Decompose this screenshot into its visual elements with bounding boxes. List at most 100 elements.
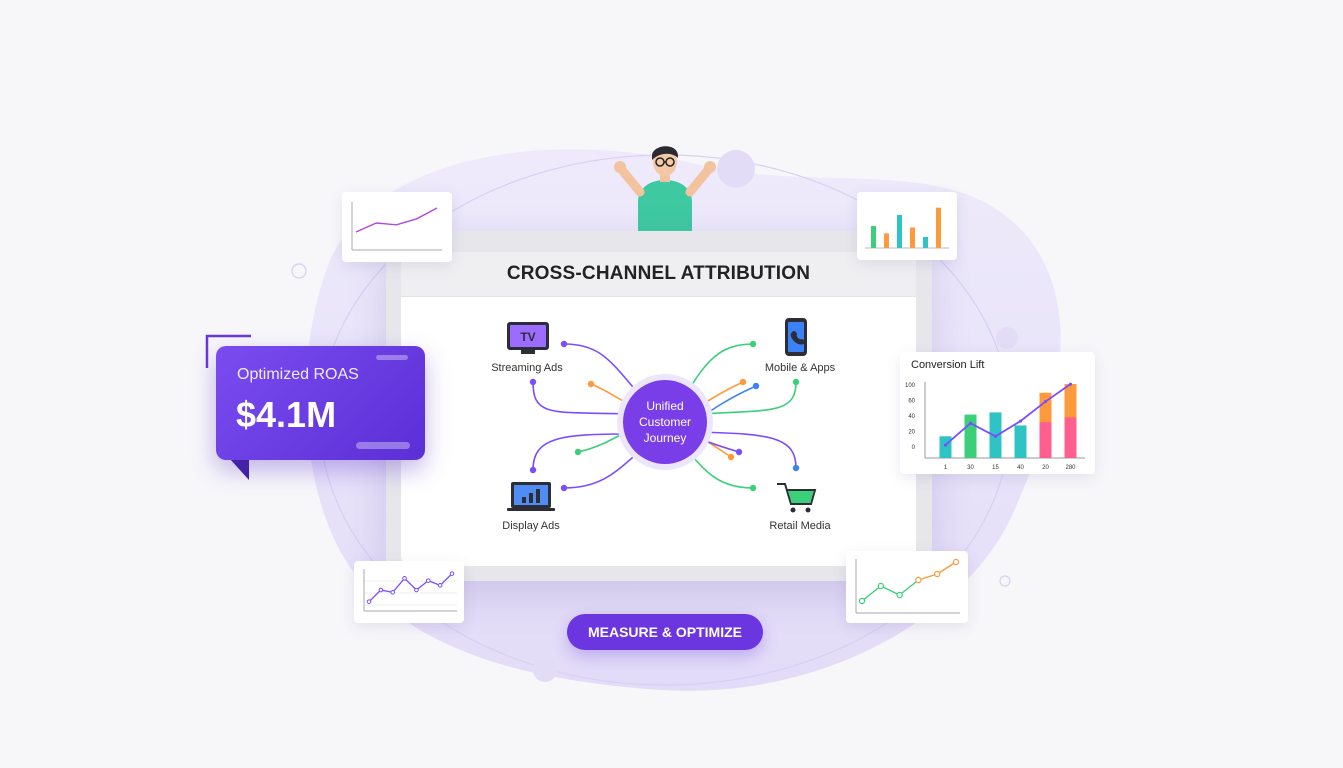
channel-label-retail: Retail Media: [769, 520, 831, 532]
y-tick-label: 100: [905, 383, 916, 389]
x-tick-label: 40: [1017, 465, 1024, 471]
bar: [1014, 425, 1027, 458]
line-point: [877, 582, 885, 590]
bar: [884, 233, 889, 248]
y-tick-label: 0: [912, 445, 916, 451]
mini-bar-chart-card: [857, 192, 957, 260]
connector-line: [698, 381, 797, 415]
trend-point: [1043, 399, 1048, 404]
bar: [897, 215, 902, 248]
deco-circle: [999, 575, 1011, 587]
bar: [923, 237, 928, 248]
bar-top-segment: [1039, 392, 1052, 423]
line-point: [915, 576, 922, 584]
line-segment: [861, 585, 882, 602]
connector-dot: [792, 464, 800, 472]
deco-circle: [291, 263, 307, 279]
line-point: [378, 587, 384, 593]
measure-optimize-button[interactable]: MEASURE & OPTIMIZE: [567, 614, 763, 650]
person-illustration: [614, 146, 716, 236]
channel-label-display: Display Ads: [502, 520, 560, 532]
y-tick-label: 40: [908, 414, 915, 420]
connector-dot: [587, 380, 595, 388]
channel-label-streaming: Streaming Ads: [491, 362, 563, 374]
roas-label: Optimized ROAS: [237, 366, 359, 383]
connector-dot: [727, 453, 735, 461]
connector-line: [563, 343, 640, 395]
mini-line-chart: [351, 202, 442, 251]
connector-dot: [560, 340, 568, 348]
line-segment: [899, 579, 919, 596]
bar: [964, 414, 977, 458]
screen-header: [401, 252, 916, 297]
attribution-diagram: Unified Customer Journey TV: [507, 318, 817, 513]
roas-card-tab: [205, 334, 251, 480]
hub-label-line: Unified: [646, 399, 683, 413]
bar: [871, 226, 876, 248]
line-point: [933, 570, 941, 578]
line-point: [425, 578, 431, 583]
mini-zigzag-chart-card: [354, 561, 464, 623]
line-series: [355, 207, 438, 233]
connector-line: [563, 449, 642, 489]
line-segment: [936, 561, 957, 575]
diagram-title: CROSS-CHANNEL ATTRIBUTION: [506, 263, 811, 284]
line-point: [366, 599, 372, 604]
trend-point: [1068, 382, 1073, 386]
trend-line: [944, 383, 1072, 446]
bar-top-segment: [1064, 384, 1077, 418]
monitor-screen: CROSS-CHANNEL ATTRIBUTION: [401, 252, 916, 566]
line-point: [414, 587, 419, 593]
connector-dot: [529, 378, 537, 386]
mini-zigzag-chart: [363, 569, 457, 612]
connector-dot: [749, 484, 757, 492]
deco-circle: [996, 327, 1018, 349]
trend-point: [968, 421, 973, 425]
line-point: [952, 558, 960, 566]
roas-card: Optimized ROAS $4.1M: [216, 346, 425, 460]
line-segment: [918, 573, 938, 581]
roas-decor-bar: [376, 355, 408, 360]
line-segment: [880, 585, 900, 596]
connector-dot: [735, 448, 743, 456]
hub-label-line: Customer: [639, 415, 691, 429]
x-tick-label: 30: [967, 465, 974, 471]
line-point: [896, 591, 903, 599]
bar: [936, 207, 941, 248]
conversion-lift-title: Conversion Lift: [911, 359, 985, 371]
line-point: [390, 590, 396, 595]
bar: [939, 436, 952, 458]
connector-line: [698, 431, 797, 469]
connector-dot: [792, 378, 800, 386]
x-tick-label: 15: [992, 465, 999, 471]
line-point: [858, 597, 866, 605]
deco-circle: [717, 150, 755, 188]
connector-dot: [560, 484, 568, 492]
connector-line: [532, 381, 632, 415]
connector-line: [532, 433, 632, 471]
deco-circle: [533, 658, 557, 682]
shopping-cart-icon: [777, 483, 817, 513]
line-point: [402, 576, 407, 581]
line-series: [368, 573, 453, 603]
smartphone-icon: [785, 318, 807, 356]
line-point: [437, 583, 443, 588]
mini-trend-chart: [855, 558, 960, 614]
line-point: [449, 571, 455, 576]
roas-value: $4.1M: [236, 394, 337, 435]
x-tick-label: 1: [944, 465, 948, 471]
tv-icon-text: TV: [520, 330, 535, 344]
tv-icon: TV: [507, 322, 549, 354]
y-tick-label: 20: [908, 430, 915, 436]
connector-dot: [574, 448, 582, 456]
connector-dot: [529, 466, 537, 474]
trend-point: [1018, 419, 1023, 423]
bar: [910, 227, 915, 248]
trend-point: [943, 443, 948, 447]
connector-dot: [739, 378, 747, 386]
mini-line-chart-card: [342, 192, 452, 262]
mini-trend-chart-card: [846, 551, 968, 623]
connector-dot: [749, 340, 757, 348]
